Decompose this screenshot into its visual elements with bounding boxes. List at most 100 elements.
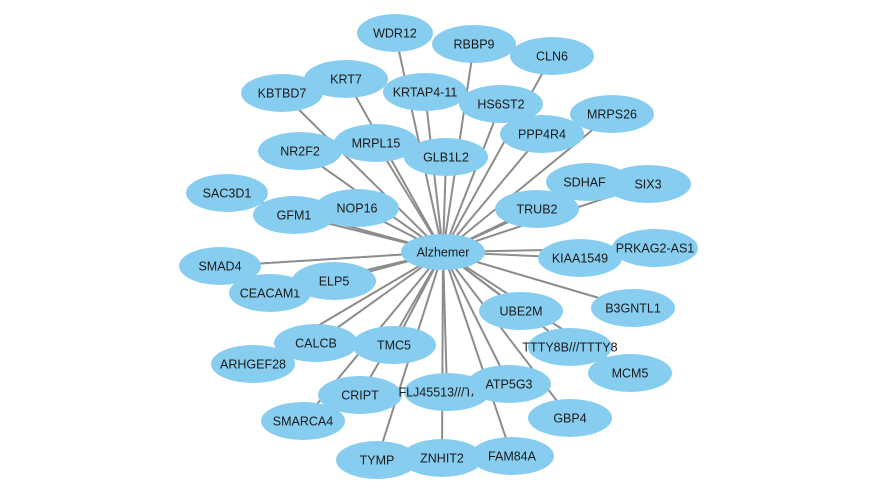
node-label: TMC5 — [377, 339, 411, 353]
node-ellipse — [241, 74, 323, 112]
node-label: SDHAF1 — [563, 176, 612, 190]
node-sac3d1[interactable]: SAC3D1 — [186, 174, 268, 212]
node-b3gntl1[interactable]: B3GNTL1 — [591, 289, 675, 327]
edge-alzhemer-mrps26 — [442, 113, 613, 253]
edge-alzhemer-kbtbd7 — [281, 92, 444, 253]
node-label: NOP16 — [337, 202, 378, 216]
node-krt7[interactable]: KRT7 — [304, 60, 388, 98]
node-ellipse — [467, 365, 551, 403]
node-ellipse — [352, 326, 436, 364]
node-ellipse — [479, 292, 563, 330]
node-label: MRPS26 — [587, 108, 637, 122]
node-krtap4-11[interactable]: KRTAP4-11 — [383, 73, 467, 111]
node-label: TRUB2 — [517, 203, 558, 217]
node-rbbp9[interactable]: RBBP9 — [432, 25, 516, 63]
edge-alzhemer-atp5g3 — [442, 251, 510, 385]
node-label: WDR12 — [373, 27, 417, 41]
node-fam84a[interactable]: FAM84A — [470, 437, 554, 475]
node-tymp[interactable]: TYMP — [336, 441, 418, 479]
node-ellipse — [528, 328, 612, 366]
node-ube2m[interactable]: UBE2M — [479, 292, 563, 330]
node-ellipse — [274, 324, 358, 362]
node-wdr12[interactable]: WDR12 — [357, 14, 433, 52]
node-label: SAC3D1 — [203, 187, 252, 201]
node-ellipse — [315, 189, 399, 227]
node-hs6st2[interactable]: HS6ST2 — [459, 85, 543, 123]
node-label: KRT7 — [330, 73, 362, 87]
node-kbtbd7[interactable]: KBTBD7 — [241, 74, 323, 112]
node-ellipse — [432, 25, 516, 63]
node-ellipse — [459, 85, 543, 123]
node-kiaa1549[interactable]: KIAA1549 — [538, 239, 622, 277]
node-prkag2-as1[interactable]: PRKAG2-AS1 — [612, 229, 698, 267]
node-gfm1[interactable]: GFM1 — [253, 196, 335, 234]
node-label: B3GNTL1 — [605, 302, 661, 316]
node-label: UBE2M — [499, 305, 542, 319]
node-label: Alzhemer — [417, 246, 470, 260]
node-mrpl15[interactable]: MRPL15 — [334, 124, 418, 162]
node-ellipse — [401, 234, 485, 270]
node-mrps26[interactable]: MRPS26 — [570, 95, 654, 133]
node-label: PPP4R4 — [518, 128, 566, 142]
node-alzhemer[interactable]: Alzhemer — [401, 234, 485, 270]
node-label: ZNHIT2 — [420, 452, 464, 466]
node-ppp4r4[interactable]: PPP4R4 — [500, 115, 584, 153]
node-label: KBTBD7 — [258, 87, 307, 101]
node-glb1l2[interactable]: GLB1L2 — [404, 138, 488, 176]
edge-alzhemer-cript — [359, 251, 444, 396]
node-six3[interactable]: SIX3 — [605, 165, 691, 203]
node-trub2[interactable]: TRUB2 — [495, 190, 579, 228]
node-ellipse — [500, 115, 584, 153]
node-ellipse — [253, 196, 335, 234]
node-ellipse — [510, 37, 594, 75]
node-cript[interactable]: CRIPT — [318, 376, 402, 414]
edge-alzhemer-znhit2 — [441, 251, 444, 459]
node-ellipse — [612, 229, 698, 267]
node-calcb[interactable]: CALCB — [274, 324, 358, 362]
node-label: MCM5 — [612, 367, 649, 381]
node-label: ATP5G3 — [485, 378, 532, 392]
node-smarca4[interactable]: SMARCA4 — [261, 402, 345, 440]
node-ellipse — [495, 190, 579, 228]
node-label: SIX3 — [634, 178, 661, 192]
node-ellipse — [211, 345, 295, 383]
node-mcm5[interactable]: MCM5 — [588, 354, 672, 392]
edge-alzhemer-cln6 — [442, 55, 553, 253]
node-label: FAM84A — [488, 450, 537, 464]
node-ellipse — [261, 402, 345, 440]
node-nop16[interactable]: NOP16 — [315, 189, 399, 227]
node-nr2f2[interactable]: NR2F2 — [258, 132, 342, 170]
node-elp5[interactable]: ELP5 — [292, 262, 376, 300]
node-cln6[interactable]: CLN6 — [510, 37, 594, 75]
node-label: CALCB — [295, 337, 337, 351]
node-label: PRKAG2-AS1 — [616, 242, 695, 256]
node-gbp4[interactable]: GBP4 — [528, 399, 612, 437]
node-label: TYMP — [360, 454, 395, 468]
node-arhgef28[interactable]: ARHGEF28 — [211, 345, 295, 383]
node-ellipse — [334, 124, 418, 162]
node-ellipse — [304, 60, 388, 98]
node-atp5g3[interactable]: ATP5G3 — [467, 365, 551, 403]
node-label: RBBP9 — [454, 38, 495, 52]
node-ellipse — [383, 73, 467, 111]
node-label: ARHGEF28 — [220, 358, 286, 372]
node-ellipse — [591, 289, 675, 327]
node-label: NR2F2 — [280, 145, 320, 159]
node-tmc5[interactable]: TMC5 — [352, 326, 436, 364]
node-ellipse — [404, 138, 488, 176]
node-label: TTTY8B///TTTY8 — [522, 341, 617, 355]
node-ellipse — [570, 95, 654, 133]
node-ellipse — [357, 14, 433, 52]
node-smad4[interactable]: SMAD4 — [179, 247, 261, 285]
node-label: ELP5 — [319, 275, 350, 289]
node-znhit2[interactable]: ZNHIT2 — [401, 439, 483, 477]
node-label: MRPL15 — [352, 137, 401, 151]
node-label: CRIPT — [341, 389, 379, 403]
node-ceacam1[interactable]: CEACAM1 — [229, 274, 311, 312]
node-label: HS6ST2 — [477, 98, 524, 112]
node-label: CLN6 — [536, 50, 568, 64]
node-ellipse — [318, 376, 402, 414]
node-ttty8b-ttty8[interactable]: TTTY8B///TTTY8 — [522, 328, 618, 366]
